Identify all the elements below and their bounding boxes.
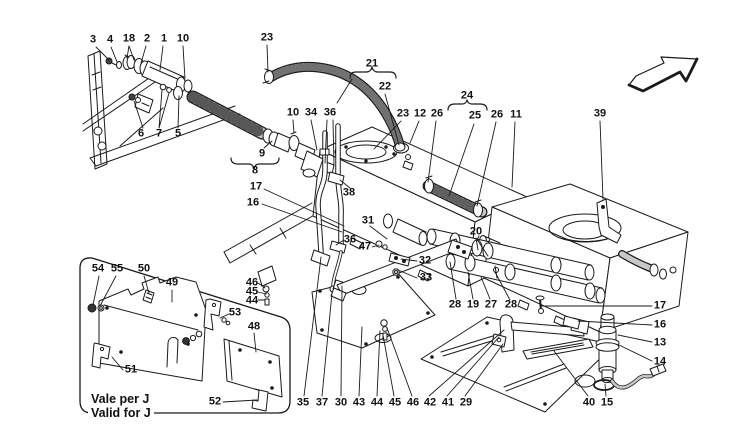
callout-36-29: 36 [343, 233, 357, 246]
callout-5-22: 5 [174, 127, 182, 140]
filler-pipe-assembly [105, 54, 335, 178]
callout-42-52: 42 [423, 396, 437, 409]
callout-30-47: 30 [334, 396, 348, 409]
callout-39-19: 39 [593, 107, 607, 120]
callout-3-0: 3 [89, 33, 97, 46]
callout-31-28: 31 [361, 214, 375, 227]
callout-33-33: 33 [419, 271, 433, 284]
callout-28-37: 28 [448, 298, 462, 311]
callout-8-24: 8 [251, 164, 259, 177]
callout-13-43: 13 [653, 336, 667, 349]
tank-connecting-hose [422, 175, 488, 218]
callout-11-18: 11 [510, 108, 522, 121]
grouping-braces [230, 66, 488, 170]
callout-51-63: 51 [124, 363, 138, 376]
callout-10-5: 10 [176, 32, 190, 45]
inset-note-italian: Vale per J [88, 392, 153, 407]
callout-38-27: 38 [342, 186, 356, 199]
callout-10-10: 10 [286, 106, 300, 119]
callout-9-23: 9 [258, 147, 266, 160]
callout-29-54: 29 [459, 396, 473, 409]
callout-18-2: 18 [122, 32, 136, 45]
callout-22-8: 22 [378, 80, 392, 93]
inset-note-english: Valid for J [88, 406, 154, 421]
pump-mounting-rail [491, 295, 594, 360]
callout-24-9: 24 [460, 89, 474, 102]
fuel-pump [593, 313, 667, 391]
callout-44-36: 44 [245, 294, 259, 307]
callout-26-15: 26 [430, 107, 444, 120]
callout-6-20: 6 [137, 127, 145, 140]
callout-27-39: 27 [484, 298, 498, 311]
callout-23-6: 23 [260, 31, 274, 44]
callout-40-55: 40 [582, 396, 596, 409]
callout-2-3: 2 [143, 32, 151, 45]
callout-53-61: 53 [228, 306, 242, 319]
callout-28-40: 28 [504, 298, 518, 311]
callout-17-41: 17 [653, 299, 667, 312]
callout-23-13: 23 [396, 107, 410, 120]
callout-46-34: 46 [245, 276, 259, 289]
callout-50-59: 50 [137, 262, 151, 275]
callout-43-48: 43 [352, 396, 366, 409]
callout-45-35: 45 [245, 285, 259, 298]
callout-12-14: 12 [413, 107, 427, 120]
callout-15-56: 15 [600, 396, 614, 409]
transfer-pipes [426, 228, 606, 304]
callout-4-1: 4 [106, 33, 114, 46]
callout-14-44: 14 [653, 355, 667, 368]
filler-hose [262, 62, 406, 152]
leader-lines [92, 44, 653, 403]
support-rods [310, 123, 349, 294]
callout-1-4: 1 [160, 32, 168, 45]
callout-32-32: 32 [418, 254, 432, 267]
callout-36-12: 36 [323, 106, 337, 119]
callout-26-17: 26 [490, 108, 504, 121]
inset-box [79, 257, 291, 414]
callout-20-31: 20 [469, 225, 483, 238]
callout-21-7: 21 [365, 57, 379, 70]
callout-55-58: 55 [110, 262, 124, 275]
callout-16-42: 16 [653, 318, 667, 331]
callout-44-49: 44 [370, 396, 384, 409]
callout-41-53: 41 [441, 396, 455, 409]
callout-25-16: 25 [468, 109, 482, 122]
callout-45-50: 45 [388, 396, 402, 409]
callout-46-51: 46 [406, 396, 420, 409]
heat-shield-plate-2 [420, 316, 615, 413]
callout-49-60: 49 [165, 276, 179, 289]
callout-7-21: 7 [155, 127, 163, 140]
callout-48-62: 48 [247, 320, 261, 333]
direction-arrow-icon [627, 56, 699, 93]
callout-52-64: 52 [208, 395, 222, 408]
callout-47-30: 47 [358, 240, 372, 253]
callout-17-25: 17 [249, 180, 263, 193]
callout-16-26: 16 [246, 196, 260, 209]
callout-35-45: 35 [296, 396, 310, 409]
callout-19-38: 19 [466, 298, 480, 311]
callout-37-46: 37 [315, 396, 329, 409]
callout-34-11: 34 [304, 106, 318, 119]
callout-54-57: 54 [91, 262, 105, 275]
